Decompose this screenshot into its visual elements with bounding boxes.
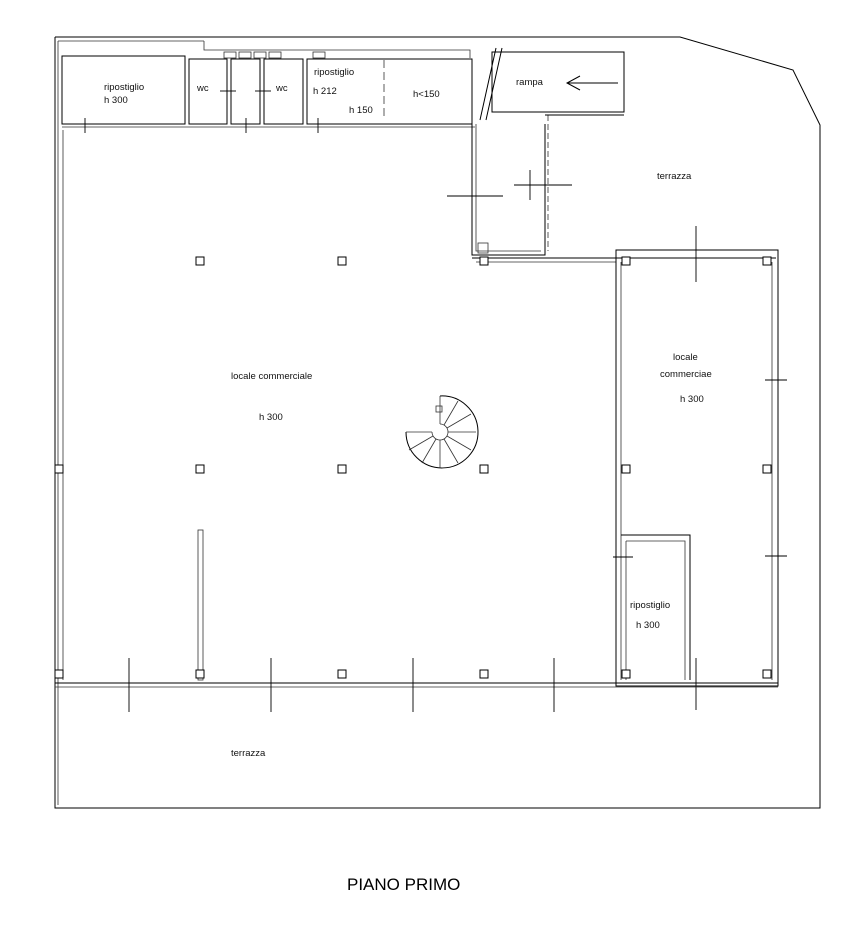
label-ripostiglio-2-height-2: h 150 [349, 105, 373, 116]
plan-title: PIANO PRIMO [347, 875, 460, 894]
ramp [479, 47, 625, 121]
right-room [613, 226, 787, 710]
label-ripostiglio-2-height-3: h<150 [413, 89, 440, 100]
label-locale-right-2: commerciae [660, 369, 712, 380]
label-ripostiglio-2-height: h 212 [313, 86, 337, 97]
label-ripostiglio-3-height: h 300 [636, 620, 660, 631]
label-locale-commerciale: locale commerciale [231, 371, 312, 382]
main-floor-walls [55, 130, 778, 712]
label-locale-commerciale-height: h 300 [259, 412, 283, 423]
spiral-staircase [405, 395, 479, 469]
label-ripostiglio-3: ripostiglio [630, 600, 670, 611]
label-ripostiglio-1-height: h 300 [104, 95, 128, 106]
room-labels: ripostiglio h 300 wc wc ripostiglio h 21… [104, 67, 712, 759]
label-terrazza-top: terrazza [657, 171, 692, 182]
label-locale-right-1: locale [673, 352, 698, 363]
label-wc-2: wc [275, 83, 288, 94]
top-rooms [61, 51, 475, 133]
outer-boundary [54, 36, 821, 809]
central-walls [447, 114, 776, 263]
label-ripostiglio-2: ripostiglio [314, 67, 354, 78]
label-locale-right-height: h 300 [680, 394, 704, 405]
label-ripostiglio-1: ripostiglio [104, 82, 144, 93]
columns [54, 256, 772, 679]
label-wc-1: wc [196, 83, 209, 94]
label-rampa: rampa [516, 77, 544, 88]
label-terrazza-bottom: terrazza [231, 748, 266, 759]
